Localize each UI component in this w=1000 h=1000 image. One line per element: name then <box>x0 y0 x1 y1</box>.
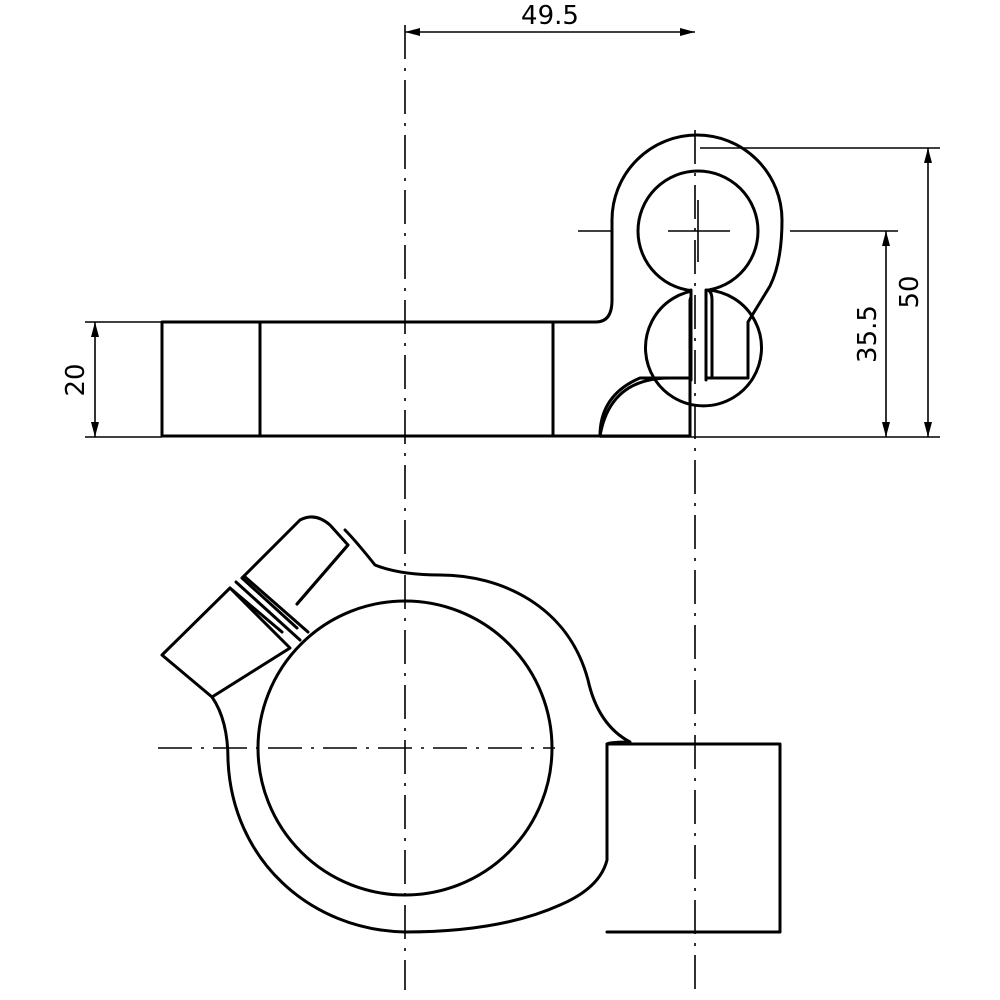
upper-tab <box>240 515 350 606</box>
upper-tab-inner <box>295 543 350 606</box>
dimension-20: 20 <box>61 321 162 438</box>
center-lines <box>158 25 696 990</box>
dimension-50: 50 <box>600 147 940 438</box>
upper-tab-edge <box>240 576 299 630</box>
section-view <box>160 133 784 438</box>
side-boss <box>605 742 782 934</box>
dimension-35-5: 35.5 <box>790 230 898 437</box>
clamp-slot <box>691 288 706 380</box>
plan-view <box>160 515 782 934</box>
lower-tab <box>160 586 292 699</box>
dim-50-label: 50 <box>895 275 925 308</box>
left-section-block <box>160 320 262 438</box>
main-bore <box>256 599 554 897</box>
dimension-49-5: 49.5 <box>405 1 695 36</box>
split-line-2 <box>242 574 310 634</box>
dim-35-5-label: 35.5 <box>853 305 883 363</box>
lower-tab-inner <box>228 586 284 634</box>
relief-arc <box>598 376 692 438</box>
clamp-body-outline <box>210 528 632 934</box>
split-line-1 <box>234 580 302 642</box>
dim-20-label: 20 <box>61 363 91 396</box>
dim-49-5-label: 49.5 <box>521 1 579 31</box>
